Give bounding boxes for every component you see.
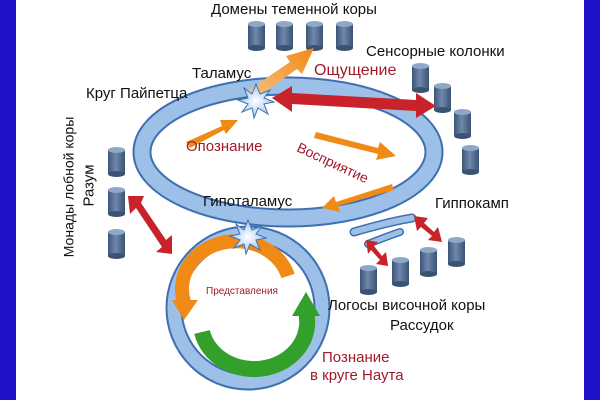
parietal-cylinders [248, 21, 353, 51]
representations-label: Представления [206, 286, 278, 297]
diagram-canvas: Домены теменной коры Сенсорные колонки Т… [16, 0, 584, 400]
frontal-hypothalamus-double-arrow [128, 196, 172, 254]
thalamus-burst [236, 82, 276, 120]
cylinder-icon [392, 257, 409, 287]
hippocampus-arc [349, 213, 417, 248]
sensory-cylinders [412, 63, 479, 175]
frontal-monads-label: Монады лобной коры [60, 116, 77, 258]
papez-ring [132, 76, 444, 228]
cylinder-icon [108, 147, 125, 177]
frontal-cylinders [108, 147, 125, 259]
temporal-cylinders [360, 237, 465, 295]
reason-label: Рассудок [390, 317, 454, 334]
diagram-graphics [108, 21, 479, 391]
mind-label: Разум [80, 164, 98, 207]
cylinder-icon [434, 83, 451, 113]
temporal-logos-label: Логосы височной коры [328, 297, 486, 314]
parietal-domains-label: Домены теменной коры [211, 1, 377, 18]
representations-orange-arrow [172, 234, 295, 320]
cylinder-icon [420, 247, 437, 277]
knowledge-green-arrow [194, 292, 320, 378]
hypothalamus-burst [228, 218, 268, 256]
cylinder-icon [108, 229, 125, 259]
cylinder-icon [336, 21, 353, 51]
cylinder-icon [306, 21, 323, 51]
papez-circle-label: Круг Пайпетца [86, 85, 188, 102]
cylinder-icon [248, 21, 265, 51]
cylinder-icon [462, 145, 479, 175]
cylinder-icon [108, 187, 125, 217]
cylinder-icon [360, 265, 377, 295]
cylinder-icon [448, 237, 465, 267]
perception-arrow [314, 132, 396, 160]
sensation-label: Ощущение [314, 62, 397, 79]
hypothalamus-label: Гипоталамус [203, 193, 293, 210]
cognition-arrow [186, 120, 238, 148]
thalamus-label: Таламус [192, 65, 252, 82]
hippocampus-temporal-double-arrow [366, 216, 442, 266]
knowledge-label-line1: Познание [322, 349, 390, 366]
cylinder-icon [412, 63, 429, 93]
thalamus-to-parietal-arrow [246, 48, 314, 100]
cognition-label: Опознание [186, 138, 263, 155]
cylinder-icon [276, 21, 293, 51]
sensory-columns-label: Сенсорные колонки [366, 43, 505, 60]
thalamus-sensory-double-arrow [272, 86, 436, 118]
hippocampus-label: Гиппокамп [435, 195, 509, 212]
cylinder-icon [454, 109, 471, 139]
hippocampus-return-arrow [322, 184, 394, 212]
knowledge-label-line2: в круге Наута [310, 367, 404, 384]
